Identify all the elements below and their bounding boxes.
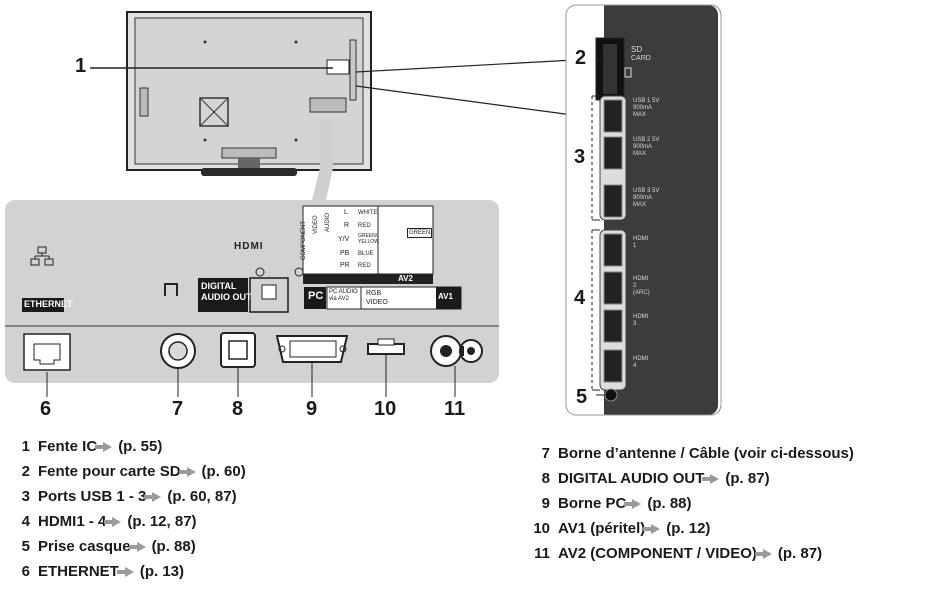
callout-2: 2 xyxy=(575,47,587,69)
component-label: COMPONENT xyxy=(301,221,307,260)
arrow-icon xyxy=(624,498,642,509)
usb2-label: USB 2 5V 900mA MAX xyxy=(633,137,660,157)
arrow-icon xyxy=(754,548,772,559)
pc-audio-label: PC AUDIO via AV2 xyxy=(329,289,358,302)
ethernet-icon xyxy=(30,246,54,266)
hdmi-logo: HDMI xyxy=(234,241,264,252)
arrow-icon xyxy=(104,516,122,527)
main-connector-panel xyxy=(5,200,499,397)
callout-10: 10 xyxy=(374,398,397,420)
comp-row-2-a: R xyxy=(344,222,350,229)
hdmi4-label: HDMI 4 xyxy=(633,356,649,369)
callout-7: 7 xyxy=(172,398,184,420)
video-label: VIDEO xyxy=(366,299,388,306)
audio-vertical-label: AUDIO xyxy=(325,212,331,232)
digital-audio-out-label: DIGITAL AUDIO OUT xyxy=(201,281,252,302)
arrow-icon xyxy=(643,523,661,534)
comp-row-1-a: L xyxy=(344,209,348,216)
video-vertical-label: VIDEO xyxy=(313,215,319,234)
callout-1: 1 xyxy=(75,55,87,77)
callout-9: 9 xyxy=(306,398,318,420)
callout-6: 6 xyxy=(40,398,52,420)
tv-rear-view xyxy=(126,11,372,176)
pc-label: PC xyxy=(308,290,324,302)
av1-label: AV1 xyxy=(438,292,453,301)
callout-5: 5 xyxy=(576,386,588,408)
comp-row-3-a: Y/V xyxy=(338,236,350,243)
callout-3: 3 xyxy=(574,146,586,168)
comp-row-5-a: PR xyxy=(340,262,350,269)
side-connector-panel xyxy=(565,4,722,416)
ethernet-label: ETHERNET xyxy=(24,299,73,309)
card-label: CARD xyxy=(631,55,651,62)
usb1-label: USB 1 5V 900mA MAX xyxy=(633,98,660,118)
comp-row-4-b: BLUE xyxy=(358,251,374,257)
arrow-icon xyxy=(95,441,113,452)
comp-row-3-b: GREEN/ YELLOW xyxy=(358,233,379,245)
hdmi1-label: HDMI 1 xyxy=(633,236,649,249)
arrow-icon xyxy=(128,541,146,552)
callout-11: 11 xyxy=(444,398,466,420)
comp-row-4-a: PB xyxy=(340,250,350,257)
callout-4: 4 xyxy=(574,287,586,309)
comp-row-2-b: RED xyxy=(358,223,371,229)
comp-row-1-b: WHITE xyxy=(358,210,378,216)
arrow-icon xyxy=(178,466,196,477)
arrow-icon xyxy=(116,566,134,577)
arrow-icon xyxy=(702,473,720,484)
arrow-icon xyxy=(144,491,162,502)
av2-label: AV2 xyxy=(398,274,413,283)
sd-label: SD xyxy=(631,45,643,54)
hdmi2-label: HDMI 2 (ARC) xyxy=(633,276,650,296)
usb3-label: USB 3 5V 900mA MAX xyxy=(633,188,660,208)
callout-8: 8 xyxy=(232,398,244,420)
hdmi3-label: HDMI 3 xyxy=(633,314,649,327)
comp-row-5-b: RED xyxy=(358,263,371,269)
rgb-label: RGB xyxy=(366,290,382,297)
green-label: GREEN xyxy=(407,228,433,238)
